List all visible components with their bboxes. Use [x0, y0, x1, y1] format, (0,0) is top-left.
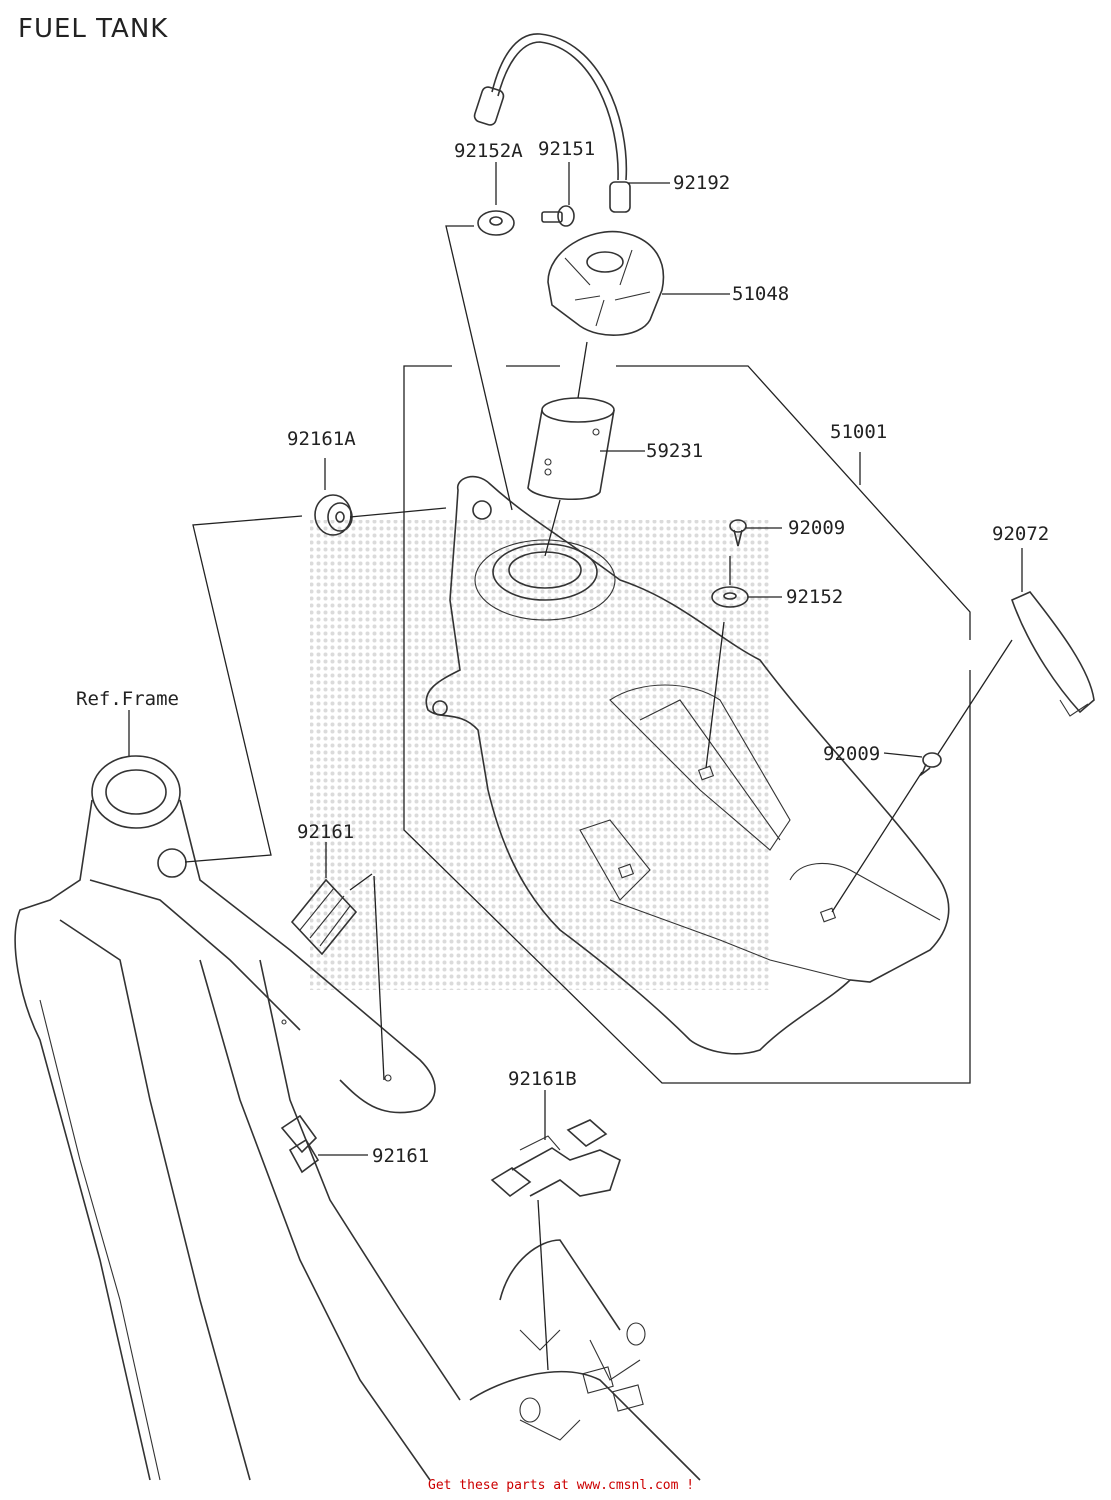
- label-92161-upper: 92161: [297, 821, 354, 843]
- page-title: FUEL TANK: [18, 14, 169, 44]
- bolt-92009-top: [729, 519, 747, 547]
- fuel-tank-51001: [425, 475, 950, 1055]
- rubber-92161-upper: [290, 878, 358, 956]
- watermark-logo: [310, 520, 770, 990]
- label-92009-top: 92009: [788, 517, 845, 539]
- label-ref-frame: Ref.Frame: [76, 688, 179, 710]
- washer-92152A: [477, 210, 515, 236]
- label-92009-side: 92009: [823, 743, 880, 765]
- label-92161A: 92161A: [287, 428, 356, 450]
- label-92152: 92152: [786, 586, 843, 608]
- fuel-filter-59231: [527, 397, 615, 501]
- label-51048: 51048: [732, 283, 789, 305]
- label-92151: 92151: [538, 138, 595, 160]
- label-51001: 51001: [830, 421, 887, 443]
- label-92192: 92192: [673, 172, 730, 194]
- breather-hose: [473, 33, 631, 213]
- bolt-92151: [541, 205, 575, 227]
- label-92072: 92072: [992, 523, 1049, 545]
- part-labels: 92152A 92151 92192 51048 59231 51001 921…: [76, 138, 1049, 1167]
- label-59231: 59231: [646, 440, 703, 462]
- bolt-92009-side: [920, 752, 942, 777]
- strap-92072: [1010, 591, 1095, 717]
- frame-reference: [14, 755, 701, 1481]
- label-92161B: 92161B: [508, 1068, 577, 1090]
- label-92161-lower: 92161: [372, 1145, 429, 1167]
- leader-lines: [128, 162, 1023, 1371]
- footer-link-text[interactable]: Get these parts at www.cmsnl.com !: [428, 1478, 695, 1493]
- grommet-92161A: [314, 494, 353, 536]
- filler-cap-51048: [547, 230, 665, 336]
- damper-92161B: [490, 1119, 621, 1198]
- label-92152A: 92152A: [454, 140, 523, 162]
